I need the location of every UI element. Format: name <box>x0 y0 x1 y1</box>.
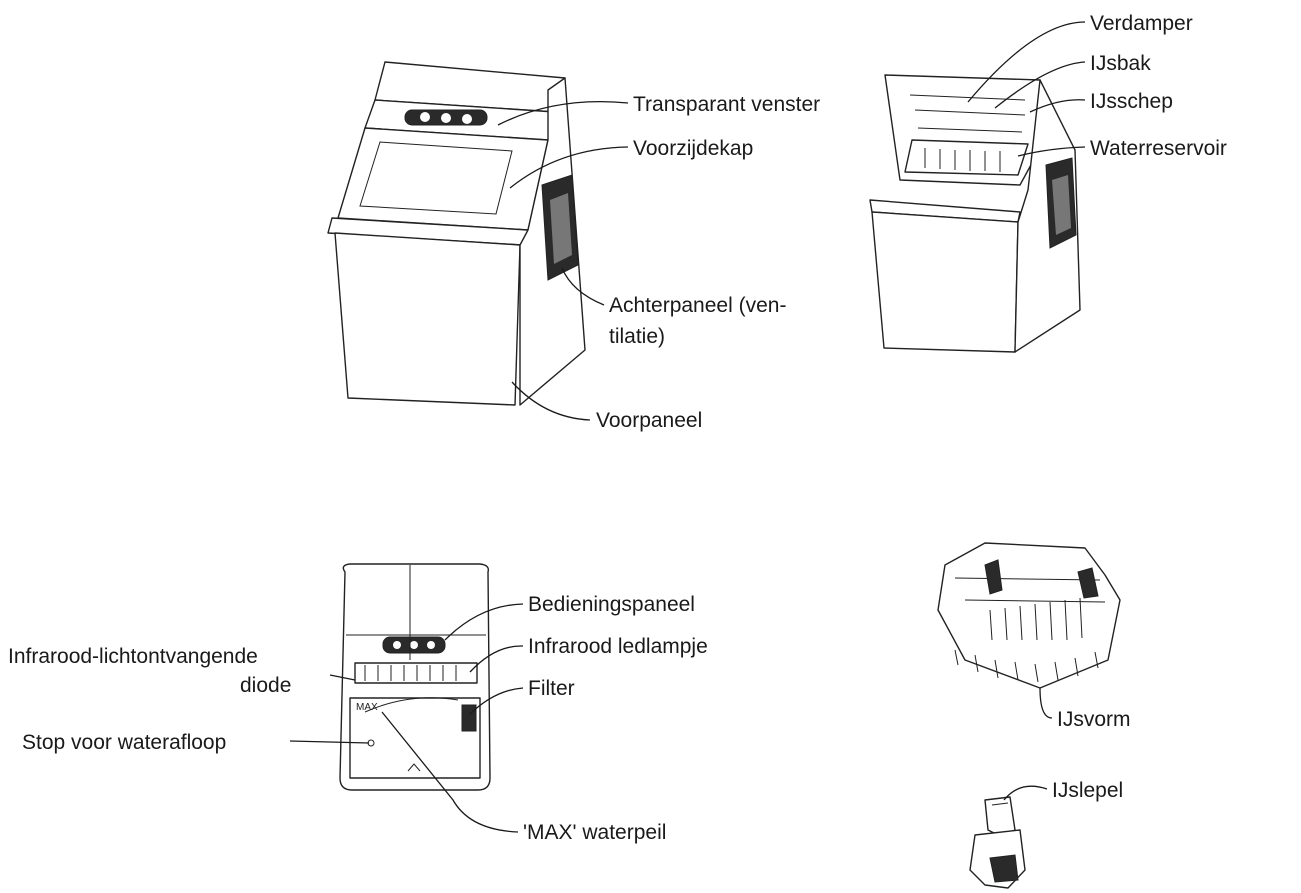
label-waterreservoir: Waterreservoir <box>1090 137 1227 160</box>
leader-infrarood-ledlampje <box>469 645 524 673</box>
leader-verdamper <box>967 21 1086 103</box>
leader-lines <box>289 21 1086 833</box>
leader-max-waterpeil <box>381 711 519 833</box>
leader-stop-waterafloop <box>289 740 370 744</box>
label-voorpaneel: Voorpaneel <box>596 409 702 432</box>
label-ijsschep: IJsschep <box>1090 90 1173 113</box>
leader-bedieningspaneel <box>444 603 524 641</box>
label-stop-waterafloop: Stop voor waterafloop <box>22 731 226 754</box>
ice-maker-open-drawing <box>869 74 1081 353</box>
max-mark: MAX <box>356 702 378 713</box>
label-ijsvorm: IJsvorm <box>1057 708 1131 731</box>
ice-scoop-drawing <box>969 796 1026 889</box>
filter-icon <box>461 704 477 732</box>
label-voorzijdekap: Voorzijdekap <box>633 137 753 160</box>
leader-transparant-venster <box>497 101 629 126</box>
leader-filter <box>469 687 524 715</box>
ventilation-grille-icon <box>541 174 579 281</box>
label-ijslepel: IJslepel <box>1052 779 1123 802</box>
label-infrarood-diode-line1: Infrarood-lichtontvangende <box>8 645 258 668</box>
label-infrarood-diode-line2: diode <box>240 674 291 697</box>
label-ijsbak: IJsbak <box>1090 52 1151 75</box>
open-ventilation-grille-icon <box>1045 157 1077 249</box>
label-achterpaneel-line1: Achterpaneel (ven- <box>609 294 786 317</box>
leader-ijsbak <box>994 61 1086 109</box>
leader-infrarood-diode <box>329 674 356 681</box>
callout-labels: Transparant venster Voorzijdekap Achterp… <box>8 12 1227 844</box>
label-bedieningspaneel: Bedieningspaneel <box>528 593 695 616</box>
label-filter: Filter <box>528 677 575 700</box>
top-control-buttons-icon <box>382 636 446 654</box>
leader-achterpaneel <box>561 267 605 306</box>
label-max-waterpeil: 'MAX' waterpeil <box>523 821 666 844</box>
label-verdamper: Verdamper <box>1090 12 1193 35</box>
leader-ijsschep <box>1029 99 1086 113</box>
control-buttons-icon <box>404 109 488 126</box>
ice-maker-top-view-drawing: MAX <box>339 563 491 791</box>
label-infrarood-ledlampje: Infrarood ledlampje <box>528 635 708 658</box>
ice-mould-drawing <box>937 542 1121 689</box>
leader-ijsvorm <box>1039 687 1053 719</box>
leader-voorzijdekap <box>509 146 629 189</box>
leader-ijslepel <box>1003 785 1048 801</box>
label-transparant-venster: Transparant venster <box>633 93 820 116</box>
ice-maker-closed-drawing <box>327 61 586 406</box>
leader-voorpaneel <box>511 381 591 421</box>
transparent-window-shape <box>359 141 513 215</box>
leader-waterreservoir <box>1017 146 1086 157</box>
label-achterpaneel-line2: tilatie) <box>609 325 665 348</box>
